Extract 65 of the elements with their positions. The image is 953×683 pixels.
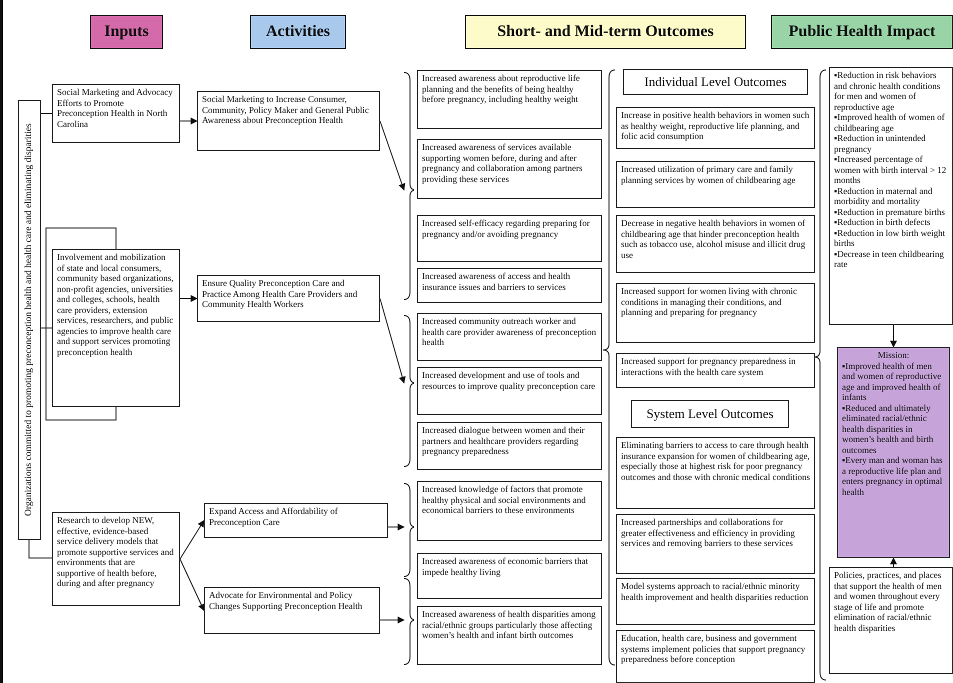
bullet-item: ▪Reduction in low birth weight births [834, 228, 946, 249]
column-header: Public Health Impact [771, 15, 953, 49]
bullet-item: ▪Decrease in teen childbearing rate [834, 248, 945, 270]
outcome-box: Increased dialogue between women and their partners and healthcare providers regarding pregnancy preparedness [417, 422, 602, 470]
outcome-box: Increased self-efficacy regarding preparing for pregnancy and/or avoiding pregnancy [417, 215, 602, 262]
outcome-box: Increased awareness of services available supporting women before, during and after pregnancy and collaboration among partners providing these services [417, 139, 602, 199]
brace [404, 578, 414, 665]
brace [404, 483, 414, 577]
brace [404, 72, 414, 300]
column-header: Activities [250, 15, 346, 49]
column-header: Short- and Mid-term Outcomes [465, 15, 746, 49]
outcome-box: Model systems approach to racial/ethnic minority health improvement and health disparities reduction [616, 578, 815, 625]
bullet-item: ▪Reduction in birth defects [834, 217, 932, 228]
activity-box: Social Marketing to Increase Consumer, Community, Policy Maker and General Public Awareness about Preconception Health [197, 91, 380, 151]
outcome-box: Increased community outreach worker and health care provider awareness of preconception health [417, 313, 602, 361]
arrow [388, 524, 405, 530]
outcome-box: Increased partnerships and collaborations for greater effectiveness and efficiency in providing services and removing barriers to these services [616, 514, 815, 574]
outcome-box: Increased awareness of economic barriers that impede healthy living [417, 553, 602, 599]
section-heading-box: System Level Outcomes [631, 400, 789, 428]
activity-box: Advocate for Environmental and Policy Changes Supporting Preconception Health [204, 587, 380, 634]
outcome-box: Increased awareness of access and health insurance issues and barriers to services [417, 268, 602, 303]
outcome-box: Increase in positive health behaviors in women such as healthy weight, reproductive life planning, and folic acid consumption [616, 107, 815, 149]
outcome-box: Increased utilization of primary care and family planning services by women of childbearing age [616, 161, 815, 208]
input-box: Involvement and mobilization of state and local consumers, community based organizations, non-profit agencies, universities and colleges, schools, health care providers, extension services, researchers, and public agencies to improve health care and support services promoting preconception health [52, 249, 180, 407]
arrow [180, 520, 204, 560]
column-header: Inputs [90, 15, 163, 49]
outcome-box: Eliminating barriers to access to care through health insurance expansion for women of childbearing age, especially those at highest risk for poor pregnancy outcomes and those with chronic medical conditions [616, 437, 815, 509]
arrow [380, 120, 406, 191]
input-box: Social Marketing and Advocacy Efforts to Promote Preconception Health in North Carolina [52, 84, 180, 143]
outcome-box: Increased development and use of tools and resources to improve quality preconception care [417, 367, 602, 415]
arrow [180, 558, 204, 612]
arrow [180, 295, 198, 302]
bullet-item: ▪Reduction in premature births [834, 206, 946, 218]
arrow [380, 616, 405, 624]
brace [404, 315, 414, 467]
arrow [890, 557, 897, 568]
bullet-item: ▪Improved health of men and women of reproductive age and improved health of infants [842, 360, 942, 403]
connector-line [40, 113, 52, 114]
arrow [890, 324, 897, 348]
outcome-box: Increased awareness of health disparities among racial/ethnic groups particularly those affecting women’s health and infant birth outcomes [417, 606, 602, 665]
bullet-item: ▪Increased percentage of women with birth interval > 12 months [834, 154, 948, 186]
connector-line [28, 540, 52, 558]
bullet-item: ▪Reduced and ultimately eliminated racial/ethnic health disparities in women’s health and birth outcomes [842, 402, 934, 456]
bullet-item: ▪Reduction in maternal and morbidity and mortality [834, 186, 934, 207]
mission-box [837, 347, 950, 558]
activity-box: Ensure Quality Preconception Care and Practice Among Health Care Providers and Community Health Workers [197, 275, 380, 322]
vertical-label-box: Organizations committed to promoting preconception health and health care and eliminating disparities [18, 100, 41, 540]
arrow [380, 298, 406, 384]
arrow [180, 118, 198, 124]
outcome-box: Increased knowledge of factors that promote healthy physical and social environments and economical barriers to these environments [417, 481, 602, 541]
bullet-item: ▪Reduction in risk behaviors and chronic health conditions for men and women of reproductive age [834, 70, 942, 112]
activity-box: Expand Access and Affordability of Preconception Care [204, 503, 388, 538]
box-heading: Mission: [876, 350, 910, 361]
impact-box [829, 67, 953, 325]
bullet-item: ▪Reduction in unintended pregnancy [834, 133, 927, 154]
outcome-box: Education, health care, business and government systems implement policies that support pregnancy preparedness before conception [616, 630, 815, 683]
section-heading-box: Individual Level Outcomes [623, 69, 808, 95]
impact-box: Policies, practices, and places that support the health of men and women throughout every stage of life and promote elimination of racial/ethnic health disparities [829, 567, 953, 674]
input-box: Research to develop NEW, effective, evidence-based service delivery models that promote supportive services and environments that are supportive of health before, during and after pregnancy [52, 512, 180, 606]
outcome-box: Increased awareness about reproductive life planning and the benefits of being healthy before pregnancy, including healthy weight [417, 70, 602, 129]
outcome-box: Increased support for pregnancy preparedness in interactions with the health care system [616, 353, 815, 388]
bullet-item: ▪Improved health of women of childbearing age [834, 112, 946, 134]
outcome-box: Decrease in negative health behaviors in women of childbearing age that hinder preconception health such as tobacco use, alcohol misuse and illicit drug use [616, 215, 815, 273]
outcome-box: Increased support for women living with chronic conditions in managing their conditions, and planning and preparing for pregnancy [616, 283, 815, 343]
bullet-item: ▪Every man and woman has a reproductive life plan and enters pregnancy in optimal health [842, 455, 944, 498]
